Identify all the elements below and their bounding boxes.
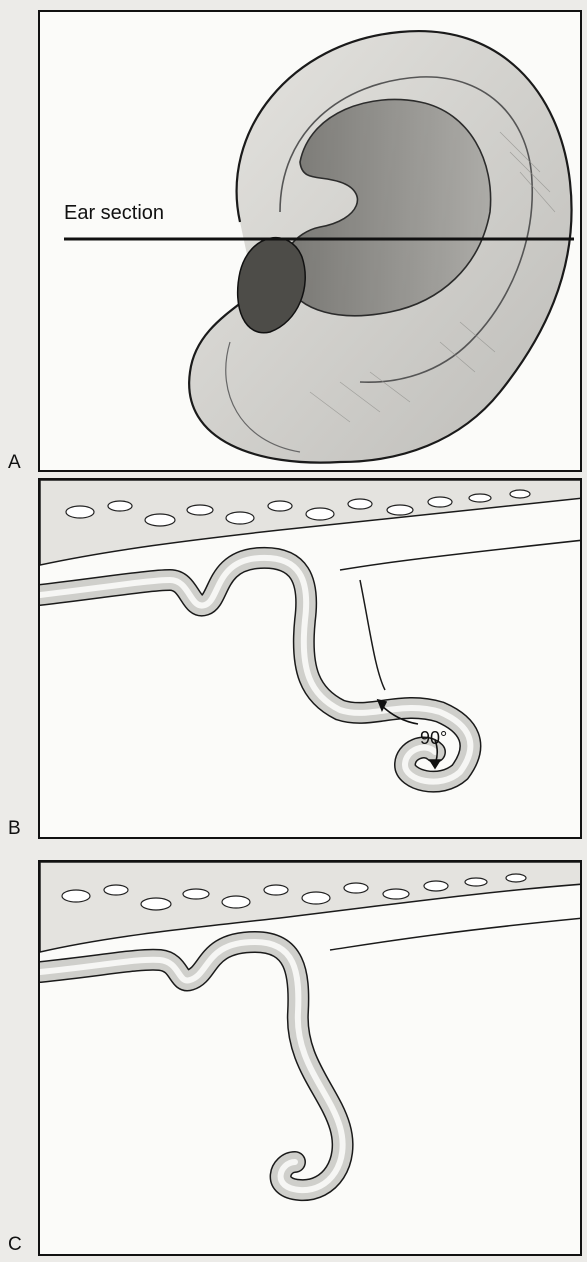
cartilage-fold-drawing (40, 480, 582, 839)
angle-label: 90° (420, 728, 447, 749)
ear-section-label: Ear section (64, 202, 164, 225)
panel-b-cross-section: 90° (38, 478, 582, 839)
right-wall (330, 918, 582, 950)
tissue-band (40, 862, 582, 952)
right-wall (340, 540, 582, 570)
cartilage-fold-drawing-c (40, 862, 582, 1256)
panel-label-b: B (8, 818, 21, 840)
panel-label-c: C (8, 1234, 22, 1256)
panel-c-cross-section (38, 860, 582, 1256)
panel-label-a: A (8, 452, 21, 474)
ear-drawing (40, 12, 582, 472)
panel-a-ear-drawing: Ear section (38, 10, 582, 472)
tissue-band (40, 480, 582, 565)
